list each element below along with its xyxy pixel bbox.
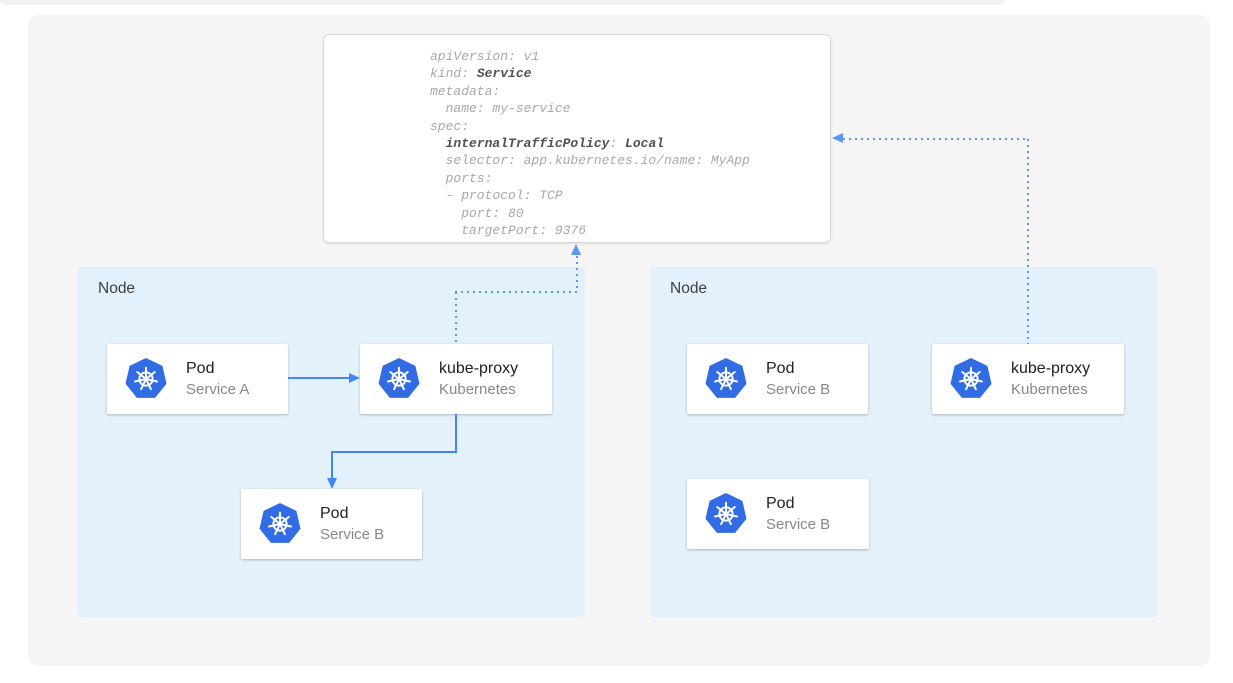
component-title: Pod [766, 360, 795, 377]
node-box-left: Node [78, 267, 585, 617]
node-label: Node [670, 280, 708, 297]
kube-proxy-box-right: kube-proxy Kubernetes [932, 344, 1124, 414]
component-title: kube-proxy [1011, 360, 1091, 377]
dotted-line [455, 291, 577, 293]
arrowhead-left-icon [832, 133, 843, 143]
component-subtitle: Service B [766, 516, 831, 533]
arrow-line [455, 414, 457, 453]
component-subtitle: Service A [186, 381, 250, 398]
pod-service-a-box: Pod Service A [107, 344, 288, 414]
dotted-line [576, 256, 578, 292]
kubernetes-icon [378, 358, 420, 399]
pod-service-b-box-right-lower: Pod Service B [687, 479, 869, 549]
kubernetes-icon [259, 503, 301, 544]
top-divider [0, 0, 1005, 5]
component-subtitle: Kubernetes [1011, 381, 1088, 398]
dotted-line [1027, 139, 1029, 344]
dotted-line [455, 292, 457, 344]
kube-proxy-box-left: kube-proxy Kubernetes [360, 344, 552, 414]
pod-service-b-box-right-upper: Pod Service B [687, 344, 868, 414]
pod-service-b-box-left: Pod Service B [241, 489, 422, 559]
component-title: Pod [186, 360, 215, 377]
kubernetes-icon [950, 358, 992, 399]
arrowhead-up-icon [571, 244, 581, 255]
arrowhead-right-icon [349, 373, 360, 383]
arrow-line [288, 377, 350, 379]
arrow-line [331, 451, 333, 479]
kubernetes-icon [705, 493, 747, 534]
component-title: Pod [320, 505, 349, 522]
node-box-right: Node [650, 267, 1157, 617]
component-title: Pod [766, 495, 795, 512]
arrowhead-down-icon [327, 478, 337, 489]
component-subtitle: Service B [766, 381, 831, 398]
kubernetes-icon [705, 358, 747, 399]
component-title: kube-proxy [439, 360, 519, 377]
dotted-line [843, 138, 1028, 140]
node-label: Node [98, 280, 136, 297]
arrow-line [331, 451, 457, 453]
component-subtitle: Service B [320, 526, 385, 543]
kubernetes-icon [125, 358, 167, 399]
component-subtitle: Kubernetes [439, 381, 516, 398]
